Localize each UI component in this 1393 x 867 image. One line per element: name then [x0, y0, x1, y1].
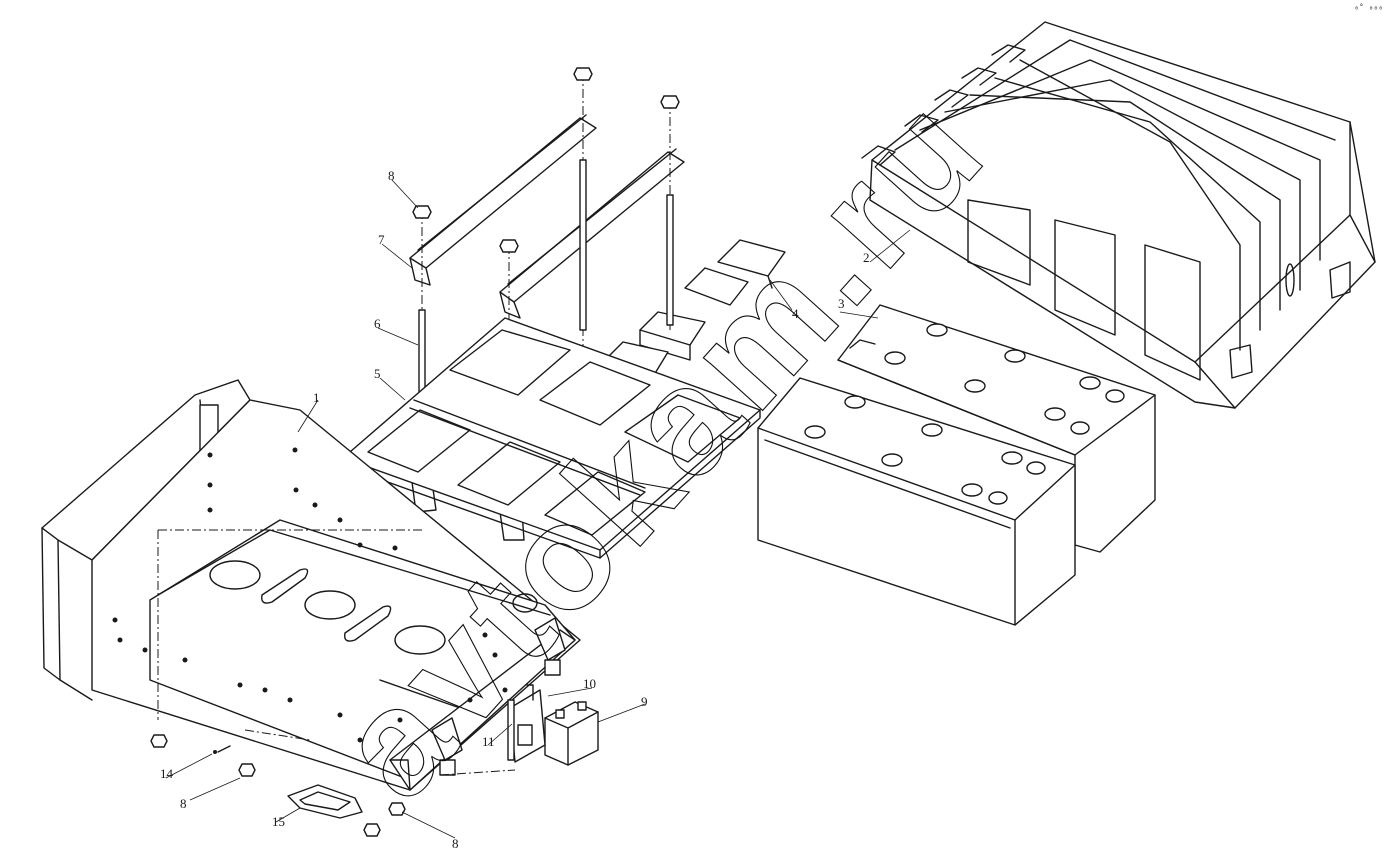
callout-4: 4	[792, 306, 799, 321]
battery-cover	[861, 21, 1376, 409]
callout-6: 6	[374, 316, 381, 331]
fasteners	[150, 734, 406, 837]
callout-1: 1	[313, 390, 320, 405]
callout-15: 15	[272, 814, 285, 829]
batteries	[757, 304, 1156, 626]
callout-8-bottom: 8	[452, 836, 459, 851]
callout-11: 11	[482, 734, 495, 749]
callout-8-left: 8	[180, 796, 187, 811]
callout-9: 9	[641, 694, 648, 709]
switch-assembly	[507, 684, 599, 766]
callout-3: 3	[838, 296, 845, 311]
callout-14: 14	[160, 766, 174, 781]
main-bracket	[41, 379, 581, 791]
battery-terminals	[804, 323, 1125, 505]
bracket-holes	[112, 447, 508, 743]
callout-8-top: 8	[388, 168, 395, 183]
callout-2: 2	[863, 250, 870, 265]
callout-5: 5	[374, 366, 381, 381]
battery-tray-frame	[342, 317, 761, 559]
hold-down-rails	[409, 114, 685, 319]
corner-mark: ₀° ₀₀₀	[1354, 3, 1383, 12]
leader-lines	[165, 179, 911, 839]
clamp-plates	[604, 239, 786, 391]
callouts: 1 2 3 4 5 6 7 8 8 8 9 10 11 14 15	[160, 168, 870, 851]
callout-7: 7	[378, 232, 385, 247]
callout-10: 10	[583, 676, 596, 691]
